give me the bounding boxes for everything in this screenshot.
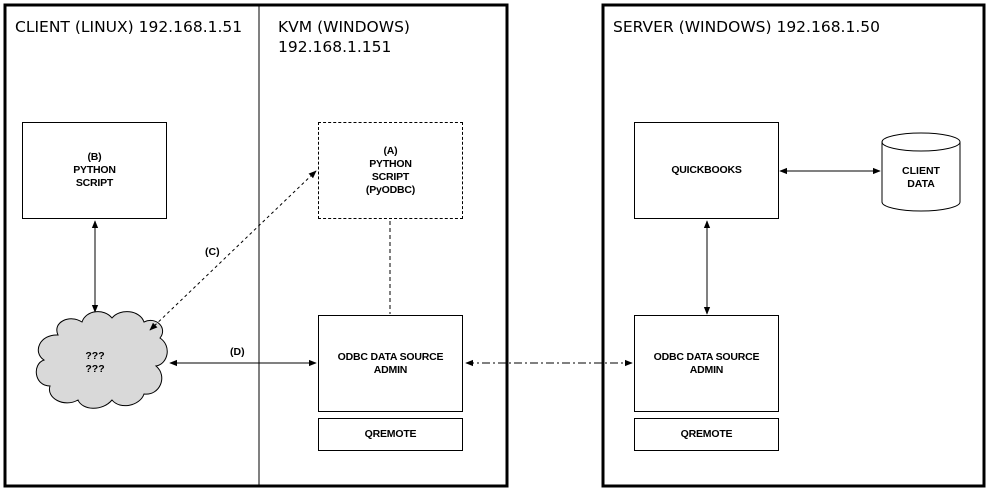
client-data-line2: DATA <box>907 178 935 190</box>
kvm-odbc-line2: ADMIN <box>373 363 408 376</box>
edge-c-label: (C) <box>205 246 220 258</box>
cloud-shape <box>35 311 168 409</box>
server-qremote-node: QREMOTE <box>634 418 779 451</box>
client-data-cylinder <box>881 132 961 212</box>
quickbooks-node: QUICKBOOKS <box>634 122 779 219</box>
kvm-qremote-node: QREMOTE <box>318 418 463 451</box>
python-script-a-line2: PYTHON <box>369 157 412 170</box>
python-script-a-line4: (PyODBC) <box>365 183 416 196</box>
python-script-b-line3: SCRIPT <box>75 177 114 189</box>
kvm-region-title: KVM (WINDOWS) 192.168.1.151 <box>278 17 410 57</box>
kvm-odbc-line1: ODBC DATA SOURCE <box>337 350 444 363</box>
client-region-title: CLIENT (LINUX) 192.168.1.51 <box>15 18 243 36</box>
python-script-b-line1: (B) <box>87 151 102 163</box>
python-script-a-node: (A) PYTHON SCRIPT (PyODBC) <box>318 122 463 219</box>
kvm-title-line1: KVM (WINDOWS) <box>278 18 410 36</box>
client-data-line1: CLIENT <box>902 165 940 177</box>
client-kvm-frame <box>3 3 509 488</box>
kvm-title-line2: 192.168.1.151 <box>278 38 392 56</box>
cloud-line1: ??? <box>85 350 105 362</box>
cloud-line2: ??? <box>85 363 105 375</box>
kvm-qremote-label: QREMOTE <box>364 428 417 440</box>
python-script-b-line2: PYTHON <box>73 164 116 176</box>
python-script-a-line1: (A) <box>383 144 398 157</box>
quickbooks-label: QUICKBOOKS <box>671 164 742 176</box>
cloud-label: ??? ??? <box>80 350 110 376</box>
server-odbc-line1: ODBC DATA SOURCE <box>653 350 760 363</box>
kvm-odbc-node: ODBC DATA SOURCE ADMIN <box>318 315 463 412</box>
python-script-a-line3: SCRIPT <box>371 170 410 183</box>
server-frame <box>601 3 986 488</box>
server-odbc-node: ODBC DATA SOURCE ADMIN <box>634 315 779 412</box>
server-odbc-line2: ADMIN <box>689 363 724 376</box>
server-qremote-label: QREMOTE <box>680 428 733 440</box>
client-data-label: CLIENT DATA <box>892 165 950 191</box>
edge-d-label: (D) <box>230 346 245 358</box>
connector-c <box>149 170 317 331</box>
server-region-title: SERVER (WINDOWS) 192.168.1.50 <box>613 18 880 36</box>
python-script-b-node: (B) PYTHON SCRIPT <box>22 122 167 219</box>
